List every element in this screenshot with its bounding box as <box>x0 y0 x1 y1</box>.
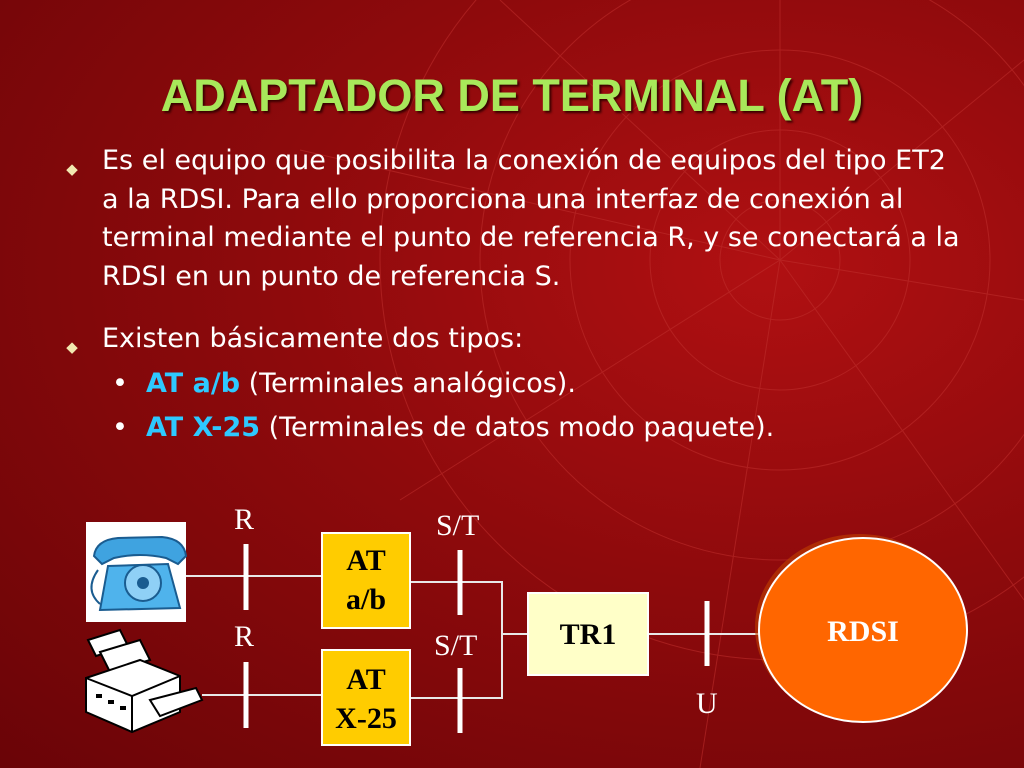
sub-bullet-item: • AT X-25 (Terminales de datos modo paqu… <box>62 409 962 448</box>
ref-label-r-bottom: R <box>234 620 254 653</box>
bullet-list: ◆ Es el equipo que posibilita la conexió… <box>62 142 962 448</box>
at-x25-label-line1: AT <box>346 663 385 696</box>
bullet-text: Es el equipo que posibilita la conexión … <box>102 145 960 292</box>
reference-bars <box>243 544 710 733</box>
telephone-icon <box>86 522 188 622</box>
tr1-box: TR1 <box>527 592 649 676</box>
slide-title: ADAPTADOR DE TERMINAL (AT) <box>160 70 864 121</box>
bullet-text: Existen básicamente dos tipos: <box>102 323 524 354</box>
ref-label-st-top: S/T <box>436 509 479 542</box>
ref-label-r-top: R <box>234 503 254 536</box>
at-ab-label-line1: AT <box>346 544 385 577</box>
sub-bullet-item: • AT a/b (Terminales analógicos). <box>62 365 962 404</box>
rdsi-network: RDSI <box>755 534 968 723</box>
bullet-item: ◆ Es el equipo que posibilita la conexió… <box>62 142 962 296</box>
sub-bullet-marker: • <box>112 412 128 443</box>
sub-bullet-highlight: AT a/b <box>146 367 241 399</box>
ref-label-u: U <box>696 687 718 720</box>
at-x25-box: AT X-25 <box>321 649 411 746</box>
tr1-label: TR1 <box>560 618 617 651</box>
ref-label-st-bottom: S/T <box>434 629 477 662</box>
sub-bullet-marker: • <box>112 367 128 399</box>
diamond-bullet-icon: ◆ <box>66 160 78 178</box>
at-ab-box: AT a/b <box>321 532 411 629</box>
diamond-bullet-icon: ◆ <box>66 338 78 356</box>
fax-machine-icon <box>85 628 204 734</box>
bullet-item: ◆ Existen básicamente dos tipos: <box>62 320 962 359</box>
rdsi-label: RDSI <box>827 615 899 648</box>
at-ab-label-line2: a/b <box>346 583 386 616</box>
sub-bullet-text: (Terminales analógicos). <box>240 367 576 399</box>
sub-bullet-text: (Terminales de datos modo paquete). <box>260 412 775 443</box>
sub-bullet-highlight: AT X-25 <box>146 412 261 443</box>
at-x25-label-line2: X-25 <box>335 702 397 735</box>
